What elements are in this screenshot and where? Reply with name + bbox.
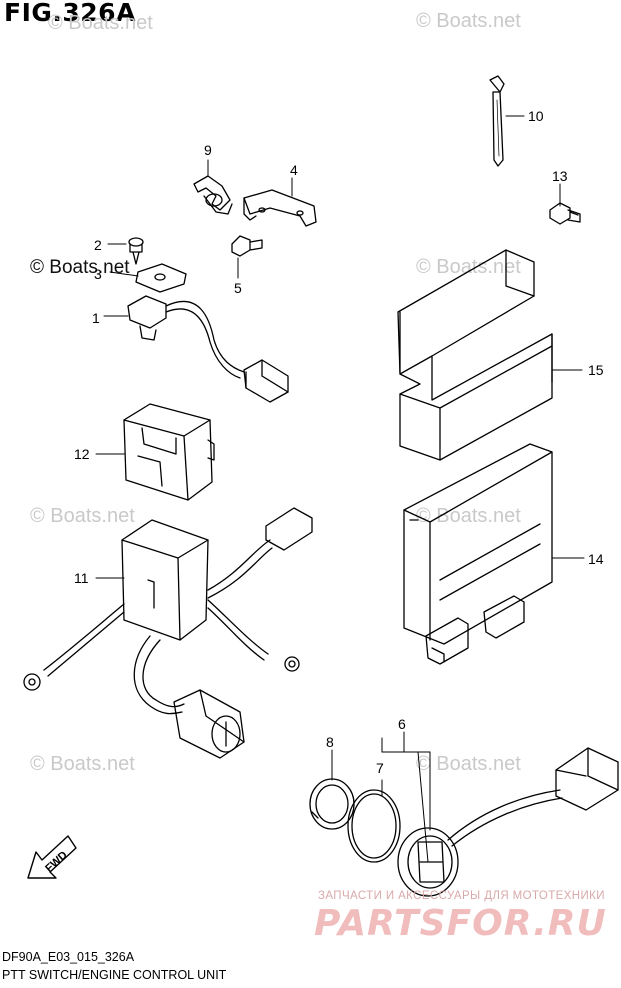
watermark-boats-net: © Boats.net [416, 10, 521, 32]
bolt [231, 235, 263, 257]
callout-10: 10 [528, 108, 544, 124]
watermark-boats-net: © Boats.net [30, 753, 135, 775]
watermark-boats-net: © Boats.net [30, 505, 135, 527]
screw [128, 237, 144, 265]
ecu-cover [397, 249, 553, 461]
bracket [243, 189, 317, 227]
callout-8: 8 [326, 734, 334, 750]
watermark-boats-net: © Boats.net [30, 257, 130, 278]
diagram-code: DF90A_E03_015_326A [2, 950, 135, 964]
relay-harness [23, 507, 313, 759]
callout-11: 11 [74, 570, 89, 586]
callout-15: 15 [588, 362, 604, 378]
plate [135, 263, 187, 293]
callout-13: 13 [552, 168, 568, 184]
watermark-boats-net: © Boats.net [416, 505, 521, 527]
retaining-ring [309, 778, 355, 830]
callout-12: 12 [74, 446, 90, 462]
o-ring [347, 789, 401, 863]
figure-caption: PTT SWITCH/ENGINE CONTROL UNIT [2, 968, 227, 982]
callout-6: 6 [398, 716, 406, 732]
leader-lines [95, 115, 585, 863]
relay-cover [123, 403, 215, 501]
callout-9: 9 [204, 142, 212, 158]
clip [193, 175, 233, 215]
fwd-arrow-icon [27, 835, 77, 879]
callout-4: 4 [290, 162, 298, 178]
watermark-boats-net: © Boats.net [416, 753, 521, 775]
cable-tie [489, 75, 505, 167]
bolt [549, 202, 581, 225]
ptt-switch-assy [397, 747, 619, 897]
ecu [403, 443, 553, 665]
reseller-logo: PARTSFOR.RU [314, 903, 607, 944]
callout-7: 7 [376, 760, 384, 776]
callout-1: 1 [92, 310, 100, 326]
callout-14: 14 [588, 551, 604, 567]
callout-2: 2 [94, 237, 102, 253]
ptt-switch [127, 295, 289, 403]
reseller-tagline: ЗАПЧАСТИ И АКСЕССУАРЫ ДЛЯ МОТОТЕХНИКИ [318, 890, 605, 902]
watermark-boats-net: © Boats.net [48, 12, 153, 34]
figure-title: FIG.326A [4, 0, 136, 27]
callout-3: 3 [94, 266, 102, 282]
watermark-boats-net: © Boats.net [416, 256, 521, 278]
callout-5: 5 [234, 280, 242, 296]
